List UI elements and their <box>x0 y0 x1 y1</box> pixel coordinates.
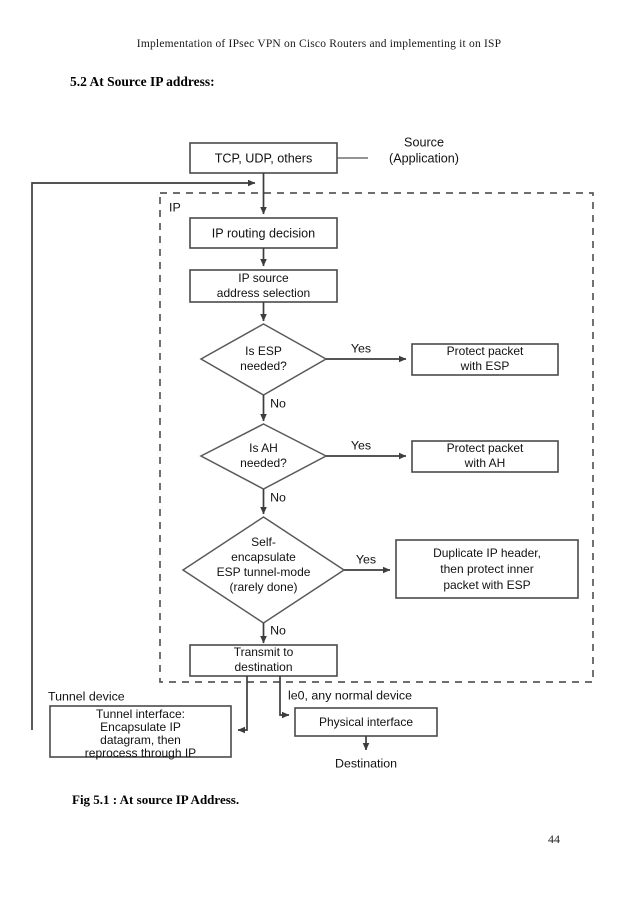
node-self-encapsulate-line3: ESP tunnel-mode <box>217 565 311 579</box>
node-physical-interface-label: Physical interface <box>319 715 413 729</box>
figure-caption: Fig 5.1 : At source IP Address. <box>72 792 240 807</box>
edge-label-esp-no: No <box>270 396 286 410</box>
node-routing-decision-label: IP routing decision <box>212 226 315 240</box>
label-tunnel-device: Tunnel device <box>48 689 125 703</box>
label-destination: Destination <box>335 756 397 770</box>
flowchart-figure: IP TCP, UDP, others Source (Application)… <box>0 118 638 788</box>
node-self-encapsulate-line1: Self- <box>251 535 276 549</box>
connector-transmit-to-physical-interface <box>279 676 290 719</box>
node-self-encapsulate-line4: (rarely done) <box>229 580 297 594</box>
node-protect-esp-box <box>411 343 559 376</box>
node-esp-decision-line1: Is ESP <box>245 344 282 358</box>
node-tunnel-interface-line2: Encapsulate IP <box>100 720 181 734</box>
node-tunnel-interface-line3: datagram, then <box>100 733 181 747</box>
section-heading: 5.2 At Source IP address: <box>70 74 215 89</box>
node-protect-esp-line1: Protect packet <box>447 344 524 358</box>
node-source-selection-box <box>189 269 338 303</box>
node-tunnel-interface-line1: Tunnel interface: <box>96 707 185 721</box>
node-duplicate-header-line3: packet with ESP <box>443 578 530 592</box>
source-label-line2: (Application) <box>389 151 459 165</box>
node-transmit-box <box>189 644 338 677</box>
node-tunnel-interface-box <box>49 705 232 758</box>
node-source-selection-line2: address selection <box>217 286 310 300</box>
edge-label-self-encapsulate-yes: Yes <box>356 552 376 566</box>
node-tunnel-interface-line4: reprocess through IP <box>85 746 196 760</box>
node-source-selection-line1: IP source <box>238 271 289 285</box>
edge-label-ah-no: No <box>270 490 286 504</box>
node-protect-ah-line2: with AH <box>464 456 506 470</box>
node-protect-ah-box <box>411 440 559 473</box>
node-duplicate-header-box <box>395 539 579 599</box>
node-protect-esp-line2: with ESP <box>460 359 510 373</box>
node-routing-decision-box <box>189 217 338 249</box>
edge-label-self-encapsulate-no: No <box>270 623 286 637</box>
node-application-label: TCP, UDP, others <box>215 151 313 165</box>
connector-transmit-to-tunnel-interface <box>237 676 248 734</box>
node-esp-decision-line2: needed? <box>240 359 287 373</box>
connector-reprocess-feedback <box>31 179 256 730</box>
node-protect-ah-line1: Protect packet <box>447 441 524 455</box>
node-application-box <box>189 142 338 174</box>
running-header: Implementation of IPsec VPN on Cisco Rou… <box>136 38 502 50</box>
node-self-encapsulate-line2: encapsulate <box>231 550 296 564</box>
node-duplicate-header-line2: then protect inner <box>440 562 533 576</box>
node-transmit-line1: Transmit to <box>234 645 294 659</box>
ip-zone-boundary <box>159 192 594 683</box>
label-normal-device: le0, any normal device <box>288 688 412 702</box>
node-ah-decision-line1: Is AH <box>249 441 278 455</box>
node-transmit-line2: destination <box>234 660 292 674</box>
source-label-line1: Source <box>404 135 444 149</box>
edge-label-esp-yes: Yes <box>351 341 371 355</box>
ip-zone-label: IP <box>169 200 181 214</box>
node-ah-decision-line2: needed? <box>240 456 287 470</box>
edge-label-ah-yes: Yes <box>351 438 371 452</box>
node-duplicate-header-line1: Duplicate IP header, <box>433 546 541 560</box>
page-number: 44 <box>548 832 560 846</box>
